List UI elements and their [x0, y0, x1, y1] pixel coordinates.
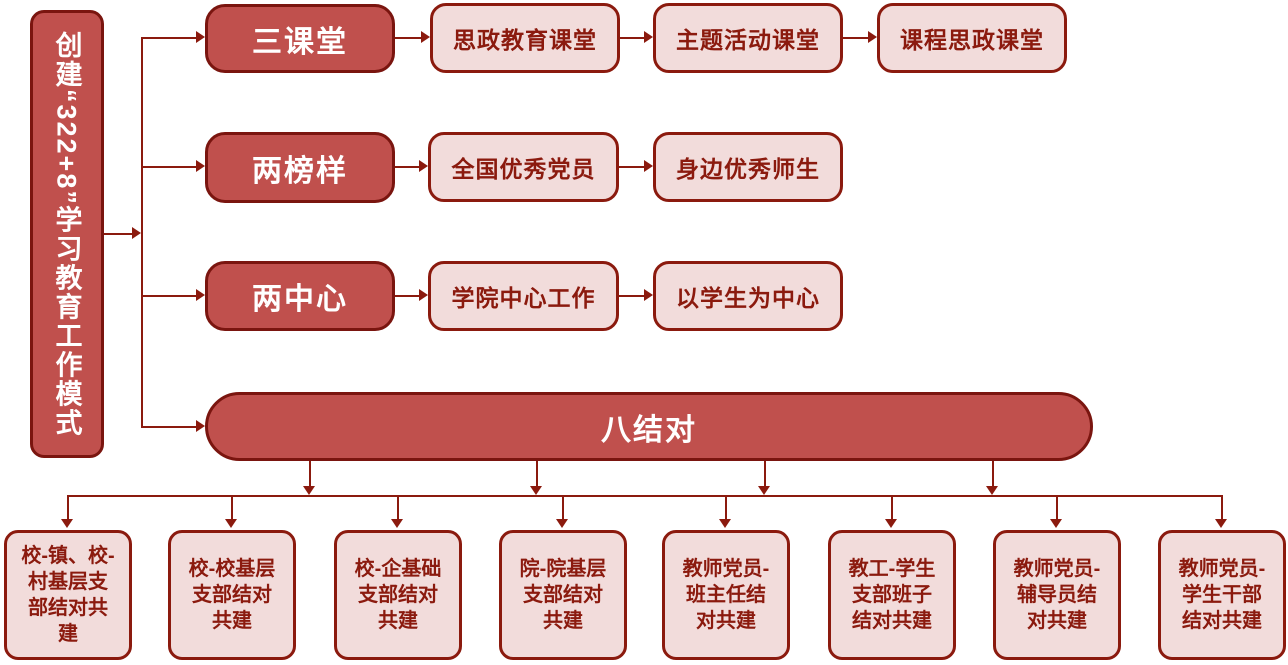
leaf-arrow-4	[556, 495, 568, 528]
leaf-box: 教工-学生 支部班子 结对共建	[828, 530, 956, 660]
node-box: 思政教育课堂	[430, 3, 620, 73]
leaf-box: 校-镇、校- 村基层支 部结对共 建	[4, 530, 132, 660]
head-label: 三课堂	[252, 25, 348, 59]
trunk-line	[141, 37, 143, 428]
node-label: 课程思政课堂	[900, 27, 1044, 53]
leaf-box: 院-院基层 支部结对 共建	[499, 530, 627, 660]
band-label: 八结对	[601, 413, 697, 447]
arrow-row1-1	[395, 31, 430, 43]
head-label: 两榜样	[252, 154, 348, 188]
leaf-arrow-1	[61, 495, 73, 528]
head-box-two-role-models: 两榜样	[205, 132, 395, 203]
arrow-row1-2	[620, 31, 653, 43]
root-feed-arrow	[104, 227, 141, 239]
leaf-box: 教师党员- 学生干部 结对共建	[1158, 530, 1286, 660]
node-box: 身边优秀师生	[653, 132, 843, 202]
arrow-row1-3	[843, 31, 877, 43]
node-box: 全国优秀党员	[428, 132, 619, 202]
root-label: 创建“322+8”学习教育工作模式	[51, 30, 82, 438]
arrow-row2-1	[395, 160, 428, 172]
leaf-arrow-5	[719, 495, 731, 528]
head-box-two-centers: 两中心	[205, 261, 395, 331]
leaf-arrow-6	[885, 495, 897, 528]
arrow-row2-2	[619, 160, 653, 172]
leaf-arrow-3	[391, 495, 403, 528]
node-box: 主题活动课堂	[653, 3, 843, 73]
distribution-line	[67, 495, 1223, 497]
leaf-box: 教师党员- 班主任结 对共建	[662, 530, 790, 660]
node-label: 身边优秀师生	[676, 156, 820, 182]
band-drop-arrow-3	[758, 461, 770, 495]
node-label: 以学生为中心	[676, 285, 820, 311]
band-drop-arrow-2	[530, 461, 542, 495]
leaf-arrow-8	[1215, 495, 1227, 528]
node-label: 主题活动课堂	[676, 27, 820, 53]
leaf-arrow-2	[225, 495, 237, 528]
node-label: 全国优秀党员	[451, 156, 596, 182]
band-box-eight-pairings: 八结对	[205, 392, 1093, 461]
branch-arrow-row1	[142, 31, 205, 43]
node-label: 学院中心工作	[451, 285, 596, 311]
leaf-box: 教师党员- 辅导员结 对共建	[993, 530, 1121, 660]
leaf-arrow-7	[1050, 495, 1062, 528]
head-box-three-classrooms: 三课堂	[205, 4, 395, 73]
band-drop-arrow-4	[986, 461, 998, 495]
arrow-row3-2	[619, 289, 653, 301]
leaf-box: 校-校基层 支部结对 共建	[168, 530, 296, 660]
branch-arrow-row3	[142, 289, 205, 301]
arrow-row3-1	[395, 289, 428, 301]
root-box: 创建“322+8”学习教育工作模式	[30, 10, 104, 458]
node-box: 以学生为中心	[653, 261, 843, 331]
branch-arrow-row2	[142, 160, 205, 172]
band-drop-arrow-1	[303, 461, 315, 495]
leaf-box: 校-企基础 支部结对 共建	[334, 530, 462, 660]
branch-arrow-band	[142, 420, 205, 432]
node-label: 思政教育课堂	[453, 27, 597, 53]
node-box: 课程思政课堂	[877, 3, 1067, 73]
node-box: 学院中心工作	[428, 261, 619, 331]
head-label: 两中心	[252, 283, 348, 316]
